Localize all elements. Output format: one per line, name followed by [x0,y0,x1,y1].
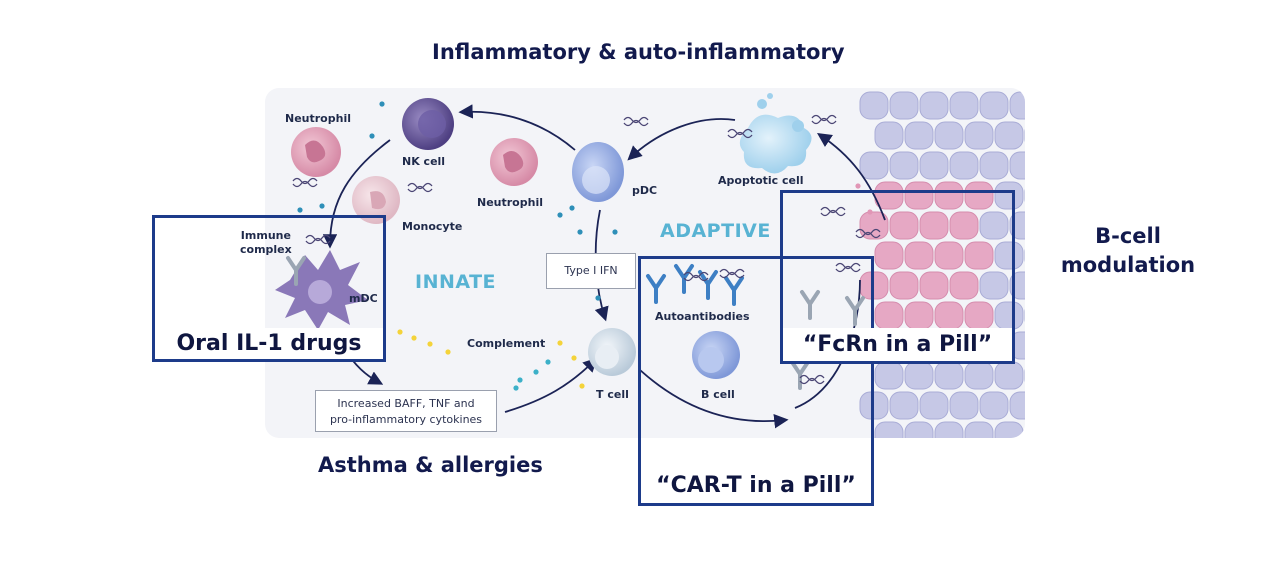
box-cytokines: Increased BAFF, TNF and pro-inflammatory… [315,390,497,432]
label-neutrophil-mid: Neutrophil [477,196,543,209]
label-monocyte: Monocyte [402,220,463,233]
label-pdc: pDC [632,184,658,197]
label-immune-complex-line2: complex [240,243,292,256]
label-immune-complex: Immune complex [240,229,292,257]
label-complement: Complement [467,337,546,350]
box-cytokines-line1: Increased BAFF, TNF and [337,397,475,410]
phase-adaptive: ADAPTIVE [660,220,771,242]
label-mdc: mDC [349,292,378,305]
title-bcell-modulation: B-cell modulation [1058,222,1198,280]
frame-oral-il1-caption: Oral IL-1 drugs [155,328,383,359]
label-b-cell: B cell [701,388,735,401]
label-apoptotic-cell: Apoptotic cell [718,174,804,187]
label-t-cell: T cell [596,388,629,401]
title-inflammatory: Inflammatory & auto-inflammatory [432,40,845,64]
side-title-line1: B-cell [1095,224,1161,248]
side-title-line2: modulation [1060,253,1196,277]
label-nk-cell: NK cell [402,155,446,168]
arrow-tcell-to-bcell [639,369,789,429]
arrow-tissue-to-apoptotic [817,133,886,221]
box-type1-ifn: Type I IFN [546,253,636,289]
arrow-pdc-to-nk [458,104,576,151]
box-cytokines-line2: pro-inflammatory cytokines [329,413,483,426]
label-autoantibodies: Autoantibodies [655,310,750,323]
frame-car-t: “CAR-T in a Pill” [638,256,874,506]
autoantibodies-illustration [646,264,744,306]
frame-fcrn: “FcRn in a Pill” [780,190,1015,364]
label-neutrophil-left: Neutrophil [285,112,351,125]
arrow-nk-to-mdc [322,139,391,249]
arrow-apoptotic-to-pdc [627,118,736,161]
label-immune-complex-line1: Immune [240,229,291,242]
title-asthma: Asthma & allergies [318,453,543,477]
frame-oral-il1: Oral IL-1 drugs [152,215,386,362]
phase-innate: INNATE [415,271,497,293]
frame-car-t-caption: “CAR-T in a Pill” [641,469,871,503]
arrow-cytokines-to-tcell [504,357,598,413]
frame-fcrn-caption: “FcRn in a Pill” [783,328,1012,361]
